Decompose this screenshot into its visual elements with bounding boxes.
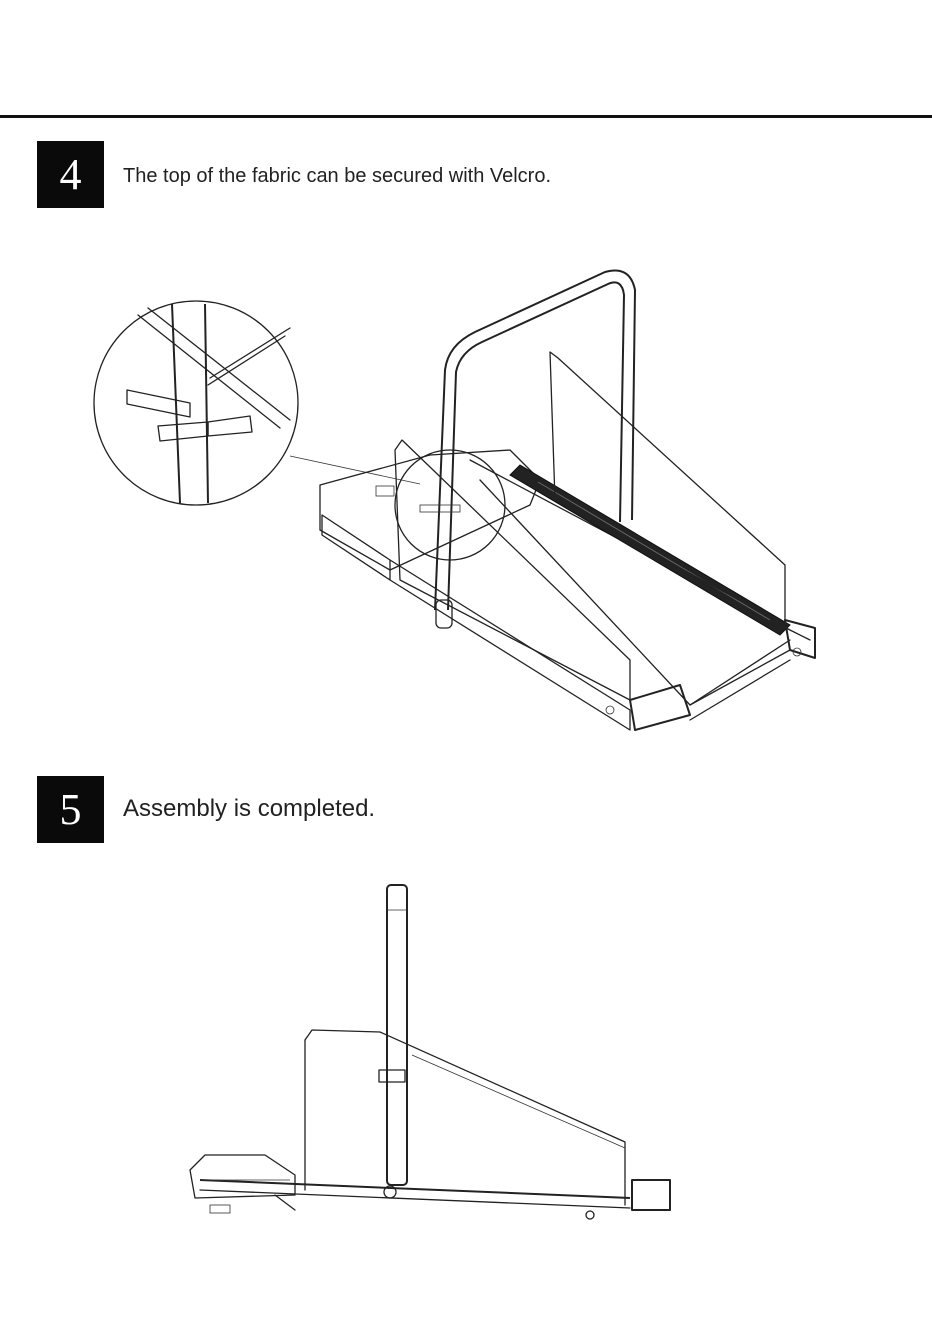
step-4-number-box: 4 (37, 141, 104, 208)
step-5-number-box: 5 (37, 776, 104, 843)
step-5-number: 5 (60, 784, 82, 835)
velcro-detail-magnifier (94, 301, 420, 505)
step-5-instruction: Assembly is completed. (123, 795, 375, 823)
step-4-instruction: The top of the fabric can be secured wit… (123, 165, 551, 188)
step-5-illustration (180, 880, 690, 1220)
treadmill-side-view (190, 885, 670, 1219)
step-4-illustration (90, 260, 830, 750)
treadmill-perspective (320, 270, 815, 730)
header-rule (0, 115, 932, 118)
step-4-number: 4 (60, 149, 82, 200)
